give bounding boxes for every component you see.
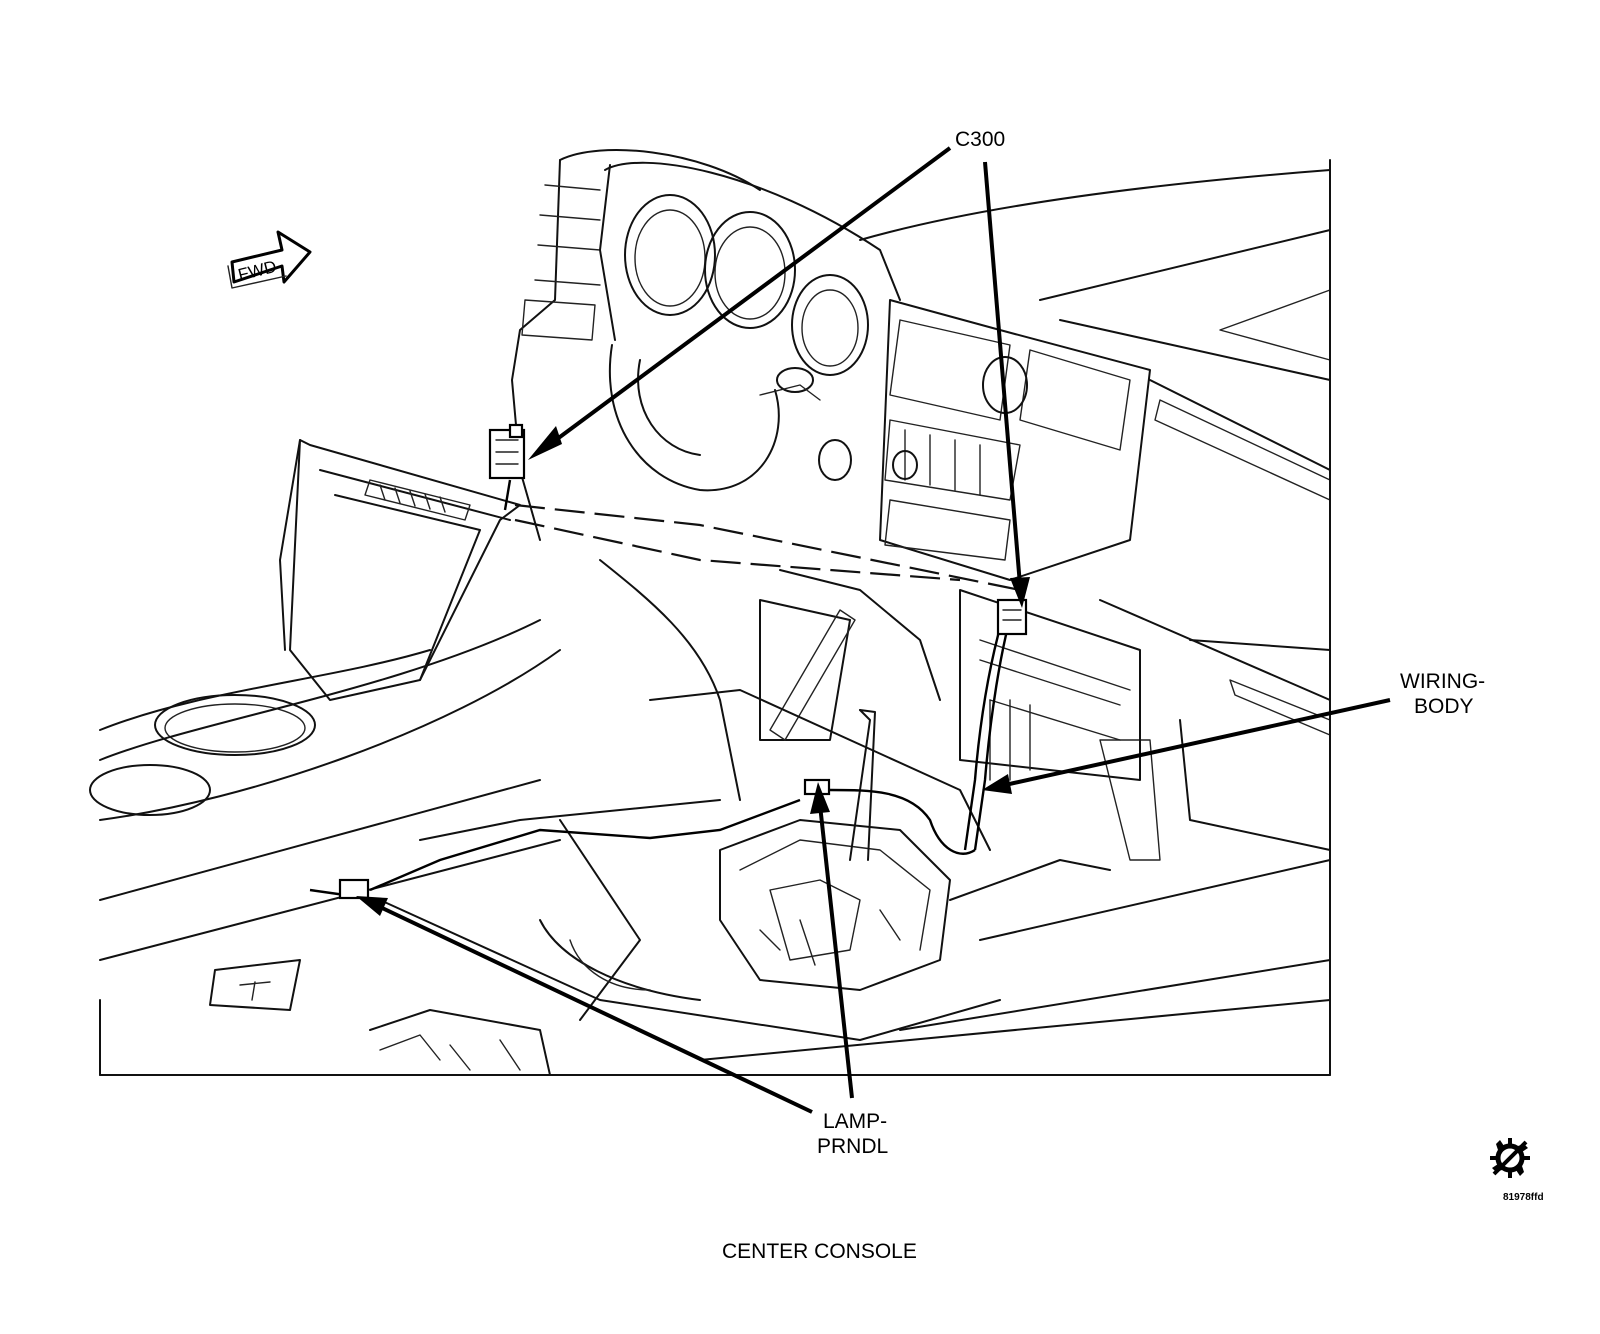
leader-wiring-body: [982, 698, 1391, 794]
figure-id: 81978ffd: [1503, 1192, 1544, 1203]
callout-lamp-prndl-line1: LAMP-: [823, 1110, 887, 1133]
console-bezel-drawing: [89, 439, 561, 961]
connector-lamp-prndl: [338, 778, 831, 900]
wiring-harness: [309, 479, 1021, 897]
leader-lamp-prndl-1: [356, 896, 813, 1114]
floor-and-shifter-drawing: [99, 159, 1331, 1076]
callout-wiring-body-line2: BODY: [1414, 695, 1474, 718]
leader-c300-1: [528, 146, 952, 460]
callout-wiring-body-line1: WIRING-: [1400, 670, 1485, 693]
forward-arrow-icon: FWD: [227, 230, 312, 289]
connector-c300-left: [488, 423, 526, 480]
leader-c300-2: [983, 161, 1030, 608]
leader-lamp-prndl-2: [810, 782, 854, 1099]
callout-lamp-prndl-line2: PRNDL: [817, 1135, 888, 1158]
instrument-panel-drawing: [511, 149, 1331, 861]
callout-c300: C300: [955, 128, 1005, 151]
figure-caption: CENTER CONSOLE: [722, 1240, 917, 1263]
gear-slash-icon: [1490, 1138, 1530, 1178]
